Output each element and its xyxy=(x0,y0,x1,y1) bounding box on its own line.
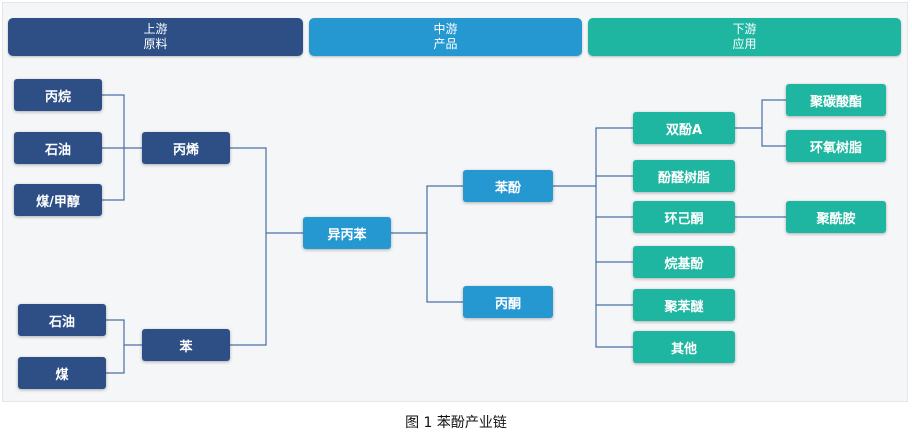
node-polyamide: 聚酰胺 xyxy=(786,201,886,233)
header-midstream: 中游 产品 xyxy=(309,18,582,56)
header-downstream: 下游 应用 xyxy=(588,18,901,56)
node-others: 其他 xyxy=(633,331,735,363)
node-bisphenol-a: 双酚A xyxy=(633,112,735,144)
figure-caption: 图 1 苯酚产业链 xyxy=(405,415,507,431)
node-propylene: 丙烯 xyxy=(142,132,230,164)
node-propane: 丙烷 xyxy=(14,79,102,111)
header-upstream-title: 上游 xyxy=(143,22,168,36)
node-coal-methanol: 煤/甲醇 xyxy=(14,184,102,216)
node-cyclohexanone: 环己酮 xyxy=(633,201,735,233)
header-midstream-title: 中游 xyxy=(433,22,458,36)
node-polycarbonate: 聚碳酸酯 xyxy=(786,84,886,116)
node-polyphenylene-ether: 聚苯醚 xyxy=(633,289,735,321)
node-epoxy-resin: 环氧树脂 xyxy=(786,130,886,162)
node-petroleum-2: 石油 xyxy=(18,304,106,336)
node-benzene: 苯 xyxy=(142,329,230,361)
node-acetone: 丙酮 xyxy=(463,286,553,318)
header-downstream-subtitle: 应用 xyxy=(732,37,757,51)
header-upstream-subtitle: 原料 xyxy=(143,37,168,51)
node-alkylphenol: 烷基酚 xyxy=(633,246,735,278)
node-petroleum-1: 石油 xyxy=(14,132,102,164)
node-phenol: 苯酚 xyxy=(463,170,553,202)
node-coal: 煤 xyxy=(18,357,106,389)
node-phenolic-resin: 酚醛树脂 xyxy=(633,160,735,192)
header-downstream-title: 下游 xyxy=(732,22,757,36)
header-upstream: 上游 原料 xyxy=(8,18,303,56)
node-cumene: 异丙苯 xyxy=(303,217,391,249)
header-midstream-subtitle: 产品 xyxy=(433,37,458,51)
